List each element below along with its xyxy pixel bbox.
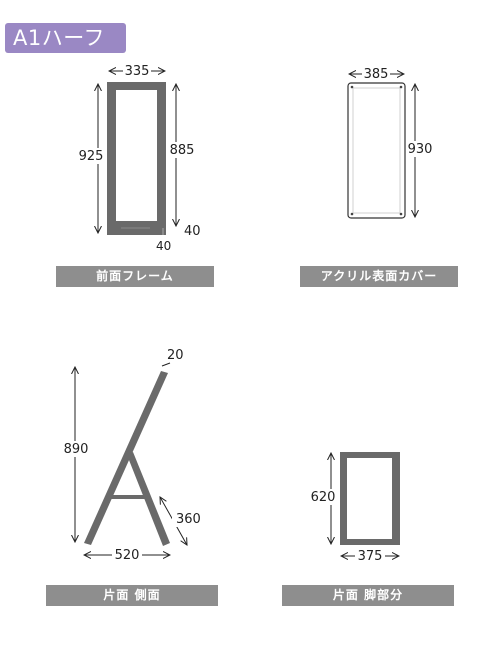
single-side-label: 片面 側面 [46,585,218,606]
side-top-label: 20 [167,348,184,363]
side-front-frame [84,371,168,545]
front-frame-diagram [107,82,166,235]
leg-frame-opening [347,458,392,539]
front-width-label: 335 [125,64,150,79]
side-profile-diagram [84,371,170,546]
single-leg-label: 片面 脚部分 [282,585,454,606]
acrylic-cover-diagram [347,82,406,219]
front-inner-height-label: 885 [170,143,195,158]
side-height-label: 890 [64,442,89,457]
acrylic-cover-outline [347,82,406,219]
leg-height-label: 620 [311,490,336,505]
side-base-label: 520 [115,548,140,563]
leg-part-diagram [340,452,400,545]
front-frame-label: 前面フレーム [56,266,214,287]
acrylic-width-label: 385 [364,67,389,82]
side-crossbar [105,495,149,499]
side-leg-label: 360 [176,512,201,527]
leg-width-label: 375 [358,549,383,564]
title-badge: A1ハーフ [5,23,126,53]
front-bottom-label: 40 [184,224,201,239]
front-outer-height-label: 925 [79,149,104,164]
acrylic-cover-label: アクリル表面カバー [300,266,458,287]
front-frame-opening [116,90,157,221]
acrylic-height-label: 930 [408,142,433,157]
front-bottom-width-label: 40 [156,239,171,253]
